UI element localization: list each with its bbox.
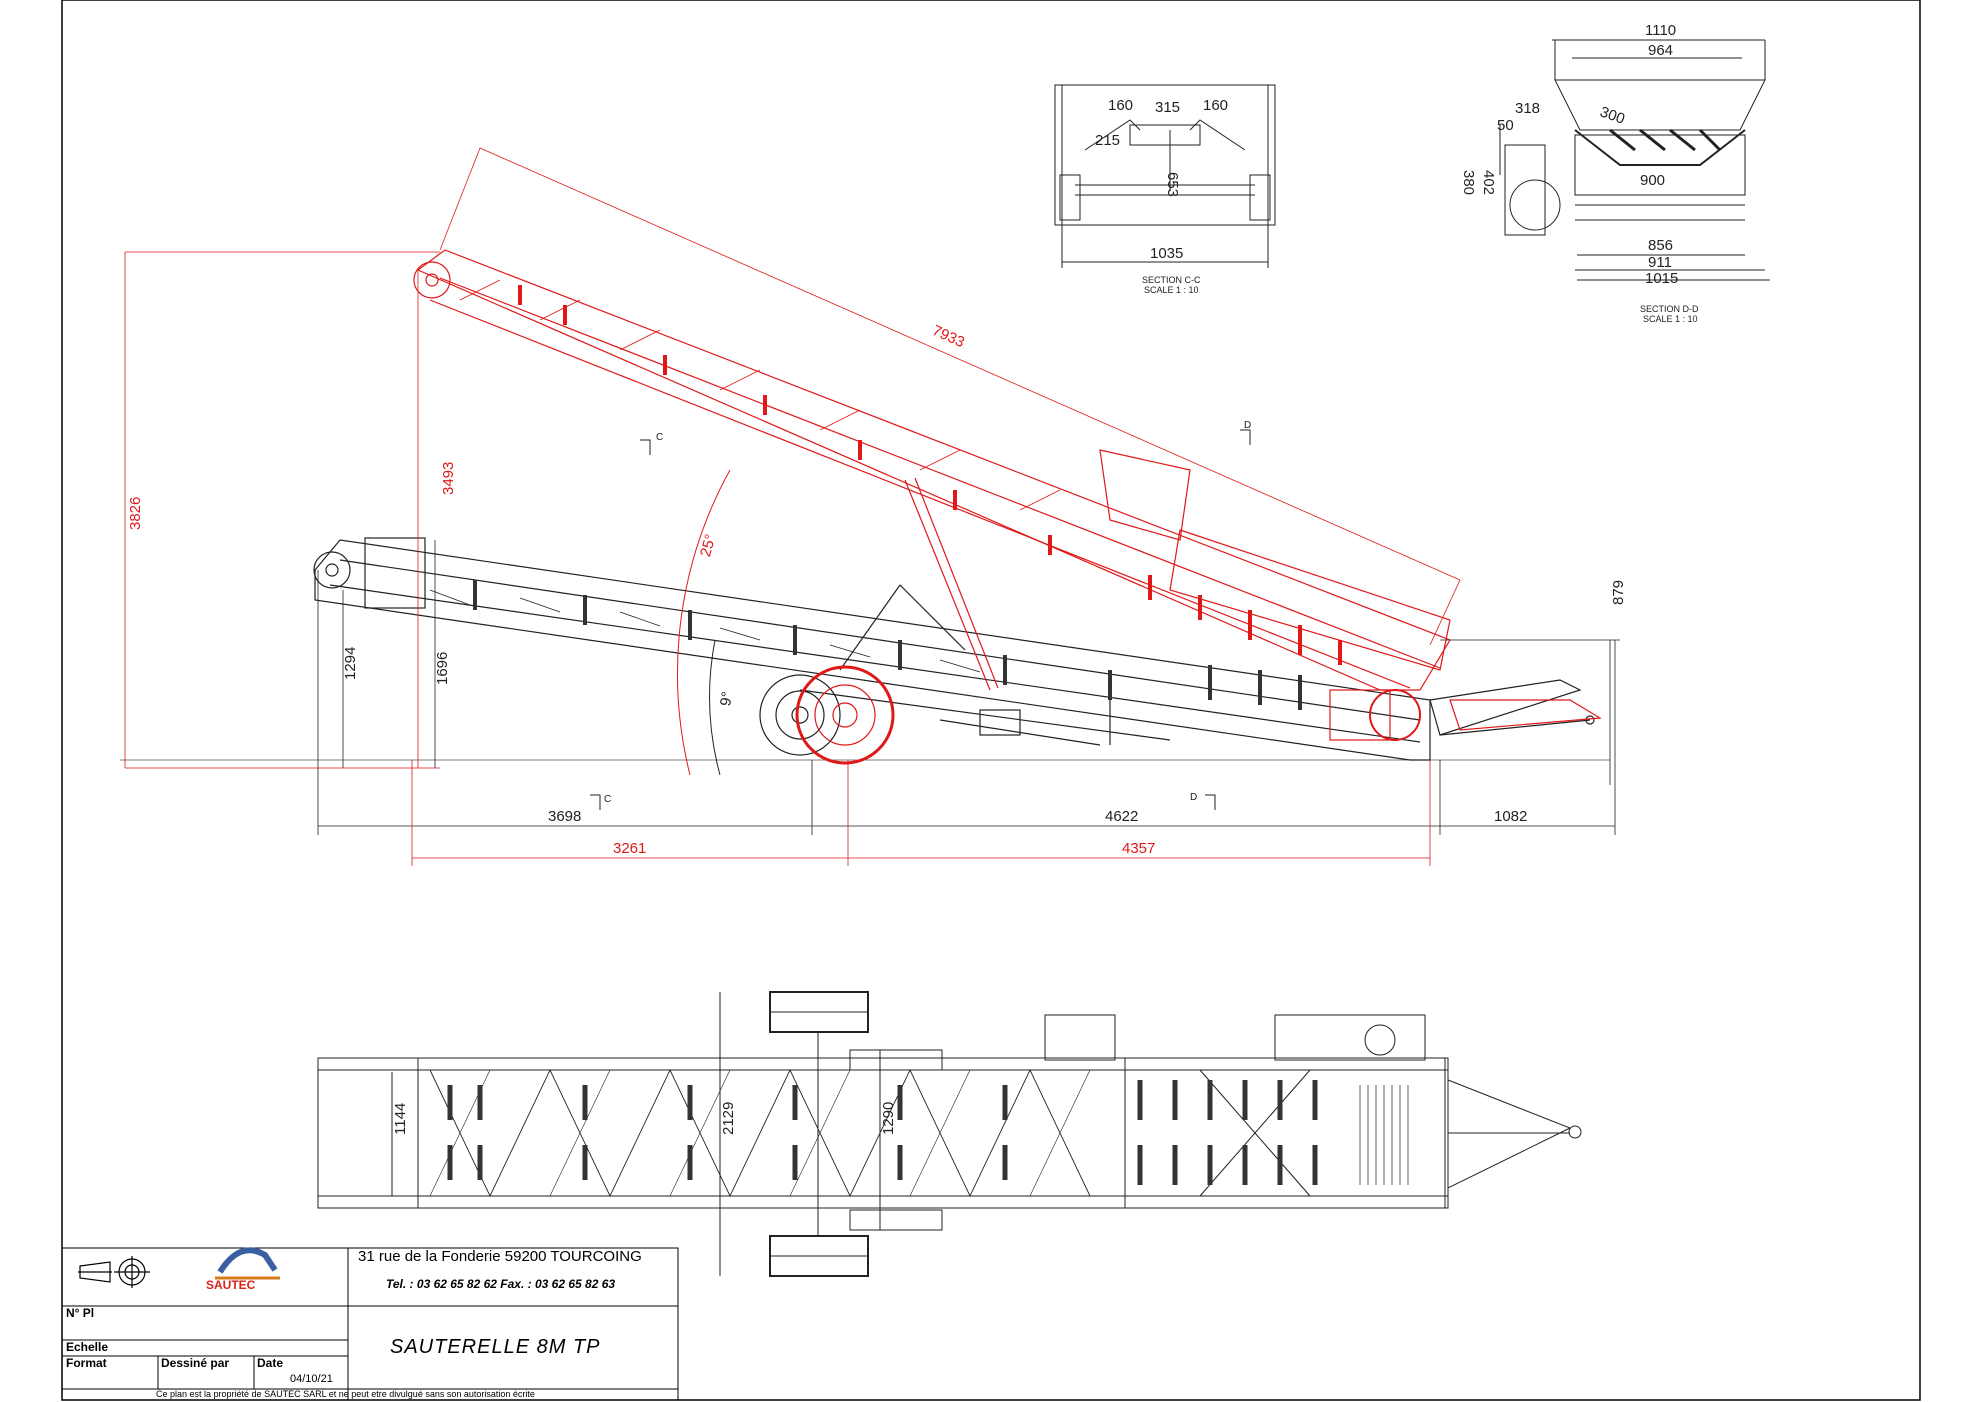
section-d-texts: 1110 964 318 50 300 402 380 900 856 911 … bbox=[1460, 22, 1699, 324]
section-marker-c-bottom: C bbox=[604, 794, 611, 805]
dim-lower-height-a: 1294 bbox=[342, 647, 359, 680]
dimension-lines-side bbox=[124, 147, 1620, 866]
projection-symbol-icon bbox=[78, 1256, 150, 1288]
dessine-label: Dessiné par bbox=[161, 1356, 230, 1370]
section-d-dim-1: 1110 bbox=[1645, 22, 1676, 39]
section-c-dim-3: 160 bbox=[1203, 97, 1228, 114]
section-d-dim-11: 1015 bbox=[1645, 270, 1678, 287]
format-label: Format bbox=[66, 1356, 107, 1370]
echelle-label: Echelle bbox=[66, 1340, 109, 1354]
section-c-dim-6: 1035 bbox=[1150, 245, 1183, 262]
section-c-label: SECTION C-C bbox=[1142, 275, 1201, 285]
section-c-dim-2: 315 bbox=[1155, 99, 1180, 116]
plan-dim-c: 1290 bbox=[880, 1102, 897, 1135]
side-view-raised bbox=[413, 249, 1602, 776]
section-c-texts: 160 315 160 215 653 1035 SECTION C-C SCA… bbox=[1095, 97, 1228, 295]
section-d-dim-8: 900 bbox=[1640, 172, 1665, 189]
section-d-dim-5: 300 bbox=[1598, 103, 1627, 128]
section-marker-c-top: C bbox=[656, 432, 663, 443]
section-d-dim-2: 964 bbox=[1648, 42, 1673, 59]
section-d-dim-7: 380 bbox=[1460, 170, 1477, 195]
sautec-logo-text: SAUTEC bbox=[206, 1278, 256, 1292]
pl-label: N° Pl bbox=[66, 1306, 95, 1320]
section-c-drawing bbox=[1054, 84, 1276, 268]
sautec-logo: SAUTEC bbox=[206, 1247, 280, 1292]
section-c-scale: SCALE 1 : 10 bbox=[1144, 285, 1199, 295]
dim-raised-height: 3493 bbox=[440, 462, 457, 495]
drawing-frame bbox=[61, 0, 1921, 1401]
dim-conveyor-length: 7933 bbox=[930, 322, 967, 351]
section-markers bbox=[590, 429, 1251, 810]
section-d-dim-3: 318 bbox=[1515, 100, 1540, 117]
dim-base-d: 3261 bbox=[613, 840, 646, 857]
section-d-dim-4: 50 bbox=[1497, 117, 1514, 134]
drawing-title: SAUTERELLE 8M TP bbox=[390, 1336, 601, 1358]
section-marker-d-top: D bbox=[1244, 420, 1251, 431]
section-d-drawing bbox=[1499, 39, 1770, 281]
section-d-dim-9: 856 bbox=[1648, 237, 1673, 254]
section-c-dim-1: 160 bbox=[1108, 97, 1133, 114]
section-d-dim-6: 402 bbox=[1480, 170, 1497, 195]
dim-base-e: 4357 bbox=[1122, 840, 1155, 857]
section-marker-d-bottom: D bbox=[1190, 792, 1197, 803]
plan-dim-b: 2129 bbox=[720, 1102, 737, 1135]
dim-total-height: 3826 bbox=[127, 497, 144, 530]
dim-angle-raised: 25° bbox=[697, 532, 719, 558]
title-block bbox=[61, 1247, 679, 1401]
section-c-dim-4: 215 bbox=[1095, 132, 1120, 149]
dimension-texts-side: 3826 3493 1294 1696 7933 25° 9° 879 3698… bbox=[127, 322, 1627, 857]
dim-base-a: 3698 bbox=[548, 808, 581, 825]
date-value: 04/10/21 bbox=[290, 1373, 333, 1385]
date-label: Date bbox=[257, 1356, 284, 1370]
section-d-dim-10: 911 bbox=[1648, 254, 1672, 271]
plan-view-dims: 1144 2129 1290 bbox=[392, 1102, 897, 1135]
dim-base-b: 4622 bbox=[1105, 808, 1138, 825]
section-c-dim-5: 653 bbox=[1164, 172, 1181, 197]
footer-notice: Ce plan est la propriété de SAUTEC SARL … bbox=[156, 1389, 535, 1399]
dim-base-c: 1082 bbox=[1494, 808, 1527, 825]
address-line: 31 rue de la Fonderie 59200 TOURCOING bbox=[358, 1248, 642, 1265]
dim-angle-lowered: 9° bbox=[717, 690, 736, 707]
section-d-scale: SCALE 1 : 10 bbox=[1643, 314, 1698, 324]
side-view-lowered bbox=[120, 537, 1610, 761]
section-d-label: SECTION D-D bbox=[1640, 304, 1699, 314]
dim-lower-height-b: 1696 bbox=[434, 652, 451, 685]
dim-hopper-height: 879 bbox=[1610, 580, 1627, 605]
plan-dim-a: 1144 bbox=[392, 1103, 409, 1135]
contact-line: Tel. : 03 62 65 82 62 Fax. : 03 62 65 82… bbox=[386, 1277, 616, 1291]
plan-view bbox=[317, 991, 1582, 1277]
